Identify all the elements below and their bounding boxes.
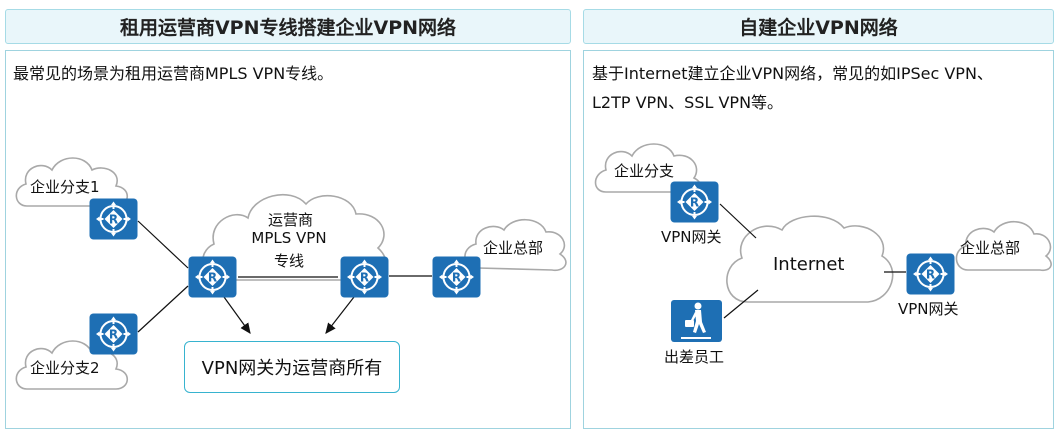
left-description: 最常见的场景为租用运营商MPLS VPN专线。 [13,64,334,83]
traveler-label: 出差员工 [664,348,725,366]
walking-person-icon [671,300,722,342]
router-icon: R [89,313,138,355]
carrier-label-line1: 运营商 [268,211,314,229]
cloud-icon [464,218,567,272]
right-description-line2: L2TP VPN、SSL VPN等。 [592,93,784,112]
connection-lines [137,220,432,333]
right-branch-label: 企业分支 [614,162,675,180]
svg-text:R: R [208,271,217,285]
svg-text:R: R [360,271,369,285]
carrier-label-line3: 专线 [273,252,304,270]
hq-label: 企业总部 [483,239,544,257]
svg-text:R: R [109,213,118,227]
router-icon: R [432,256,481,298]
cloud-icon [955,220,1052,272]
left-panel-title: 租用运营商VPN专线搭建企业VPN网络 [5,9,571,44]
internet-label: Internet [773,254,845,275]
svg-text:R: R [452,271,461,285]
hq-gateway-label: VPN网关 [898,300,959,318]
svg-text:R: R [690,196,699,210]
branch-gateway-label: VPN网关 [661,228,722,246]
router-icon: R [188,256,237,298]
right-panel-title: 自建企业VPN网络 [583,9,1054,44]
router-icon: R [340,256,389,298]
callout-arrows [223,296,355,334]
router-icon: R [89,198,138,240]
connection-lines [719,203,906,319]
cloud-icon [726,215,894,303]
cloud-icon [15,157,129,207]
carrier-label-line2: MPLS VPN [251,229,327,247]
right-hq-label: 企业总部 [960,239,1021,257]
branch1-label: 企业分支1 [30,178,100,196]
router-icon: R [670,181,719,223]
router-icon: R [906,253,955,295]
right-description-line1: 基于Internet建立企业VPN网络，常见的如IPSec VPN、 [592,64,993,83]
cloud-icon [201,194,387,281]
carrier-gateway-callout: VPN网关为运营商所有 [184,341,400,393]
svg-text:R: R [109,328,118,342]
svg-text:R: R [926,268,935,282]
branch2-label: 企业分支2 [30,359,100,377]
